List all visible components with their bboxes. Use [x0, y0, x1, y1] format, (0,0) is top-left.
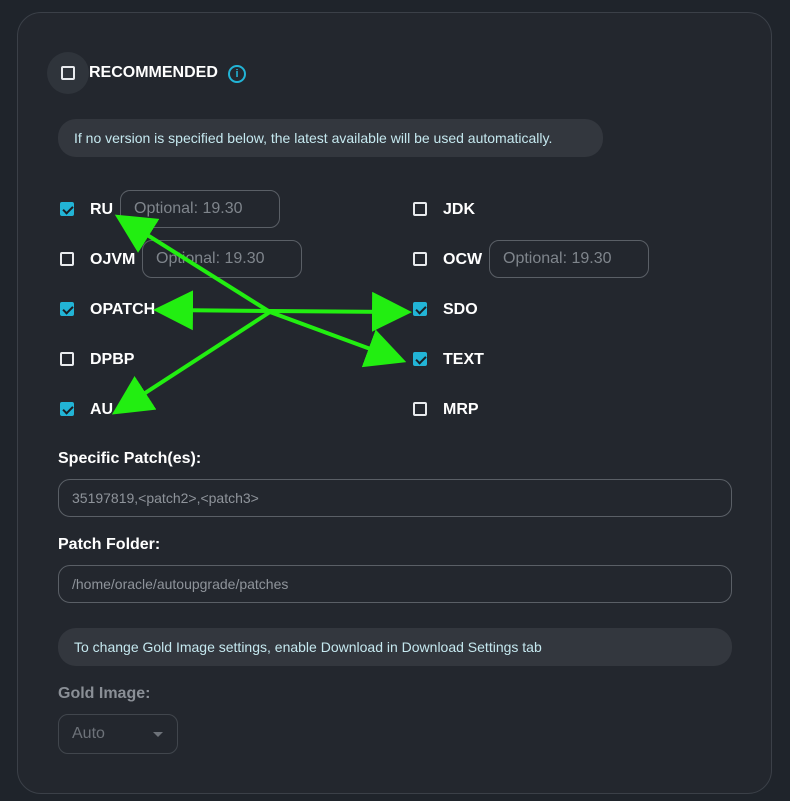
ocw-label: OCW	[443, 251, 483, 268]
opatch-checkbox[interactable]	[60, 302, 74, 316]
text-label: TEXT	[443, 351, 484, 368]
jdk-checkbox[interactable]	[413, 202, 427, 216]
dpbp-label: DPBP	[90, 351, 135, 368]
recommended-row: RECOMMENDED i	[47, 52, 246, 94]
text-checkbox[interactable]	[413, 352, 427, 366]
gold-image-value: Auto	[72, 725, 105, 742]
ojvm-label: OJVM	[90, 251, 136, 268]
sdo-label: SDO	[443, 301, 478, 318]
ojvm-checkbox[interactable]	[60, 252, 74, 266]
jdk-label: JDK	[443, 201, 476, 218]
ru-version-input[interactable]: Optional: 19.30	[120, 190, 280, 228]
version-note: If no version is specified below, the la…	[58, 119, 603, 157]
au-checkbox[interactable]	[60, 402, 74, 416]
mrp-checkbox[interactable]	[413, 402, 427, 416]
gold-image-select[interactable]: Auto	[58, 714, 178, 754]
patches-label: Specific Patch(es):	[58, 450, 202, 467]
recommended-label: RECOMMENDED	[89, 64, 218, 81]
info-icon[interactable]: i	[228, 65, 246, 83]
au-label: AU	[90, 401, 114, 418]
ocw-checkbox[interactable]	[413, 252, 427, 266]
ojvm-version-input[interactable]: Optional: 19.30	[142, 240, 302, 278]
ru-checkbox[interactable]	[60, 202, 74, 216]
mrp-label: MRP	[443, 401, 479, 418]
ru-label: RU	[90, 201, 114, 218]
gold-image-note: To change Gold Image settings, enable Do…	[58, 628, 732, 666]
patch-folder-label: Patch Folder:	[58, 536, 161, 553]
recommended-checkbox[interactable]	[61, 66, 75, 80]
gold-image-label: Gold Image:	[58, 685, 151, 702]
sdo-checkbox[interactable]	[413, 302, 427, 316]
chevron-down-icon	[153, 732, 163, 737]
ocw-version-input[interactable]: Optional: 19.30	[489, 240, 649, 278]
opatch-label: OPATCH	[90, 301, 156, 318]
patch-folder-input[interactable]: /home/oracle/autoupgrade/patches	[58, 565, 732, 603]
recommended-checkbox-halo[interactable]	[47, 52, 89, 94]
patches-input[interactable]: 35197819,<patch2>,<patch3>	[58, 479, 732, 517]
dpbp-checkbox[interactable]	[60, 352, 74, 366]
